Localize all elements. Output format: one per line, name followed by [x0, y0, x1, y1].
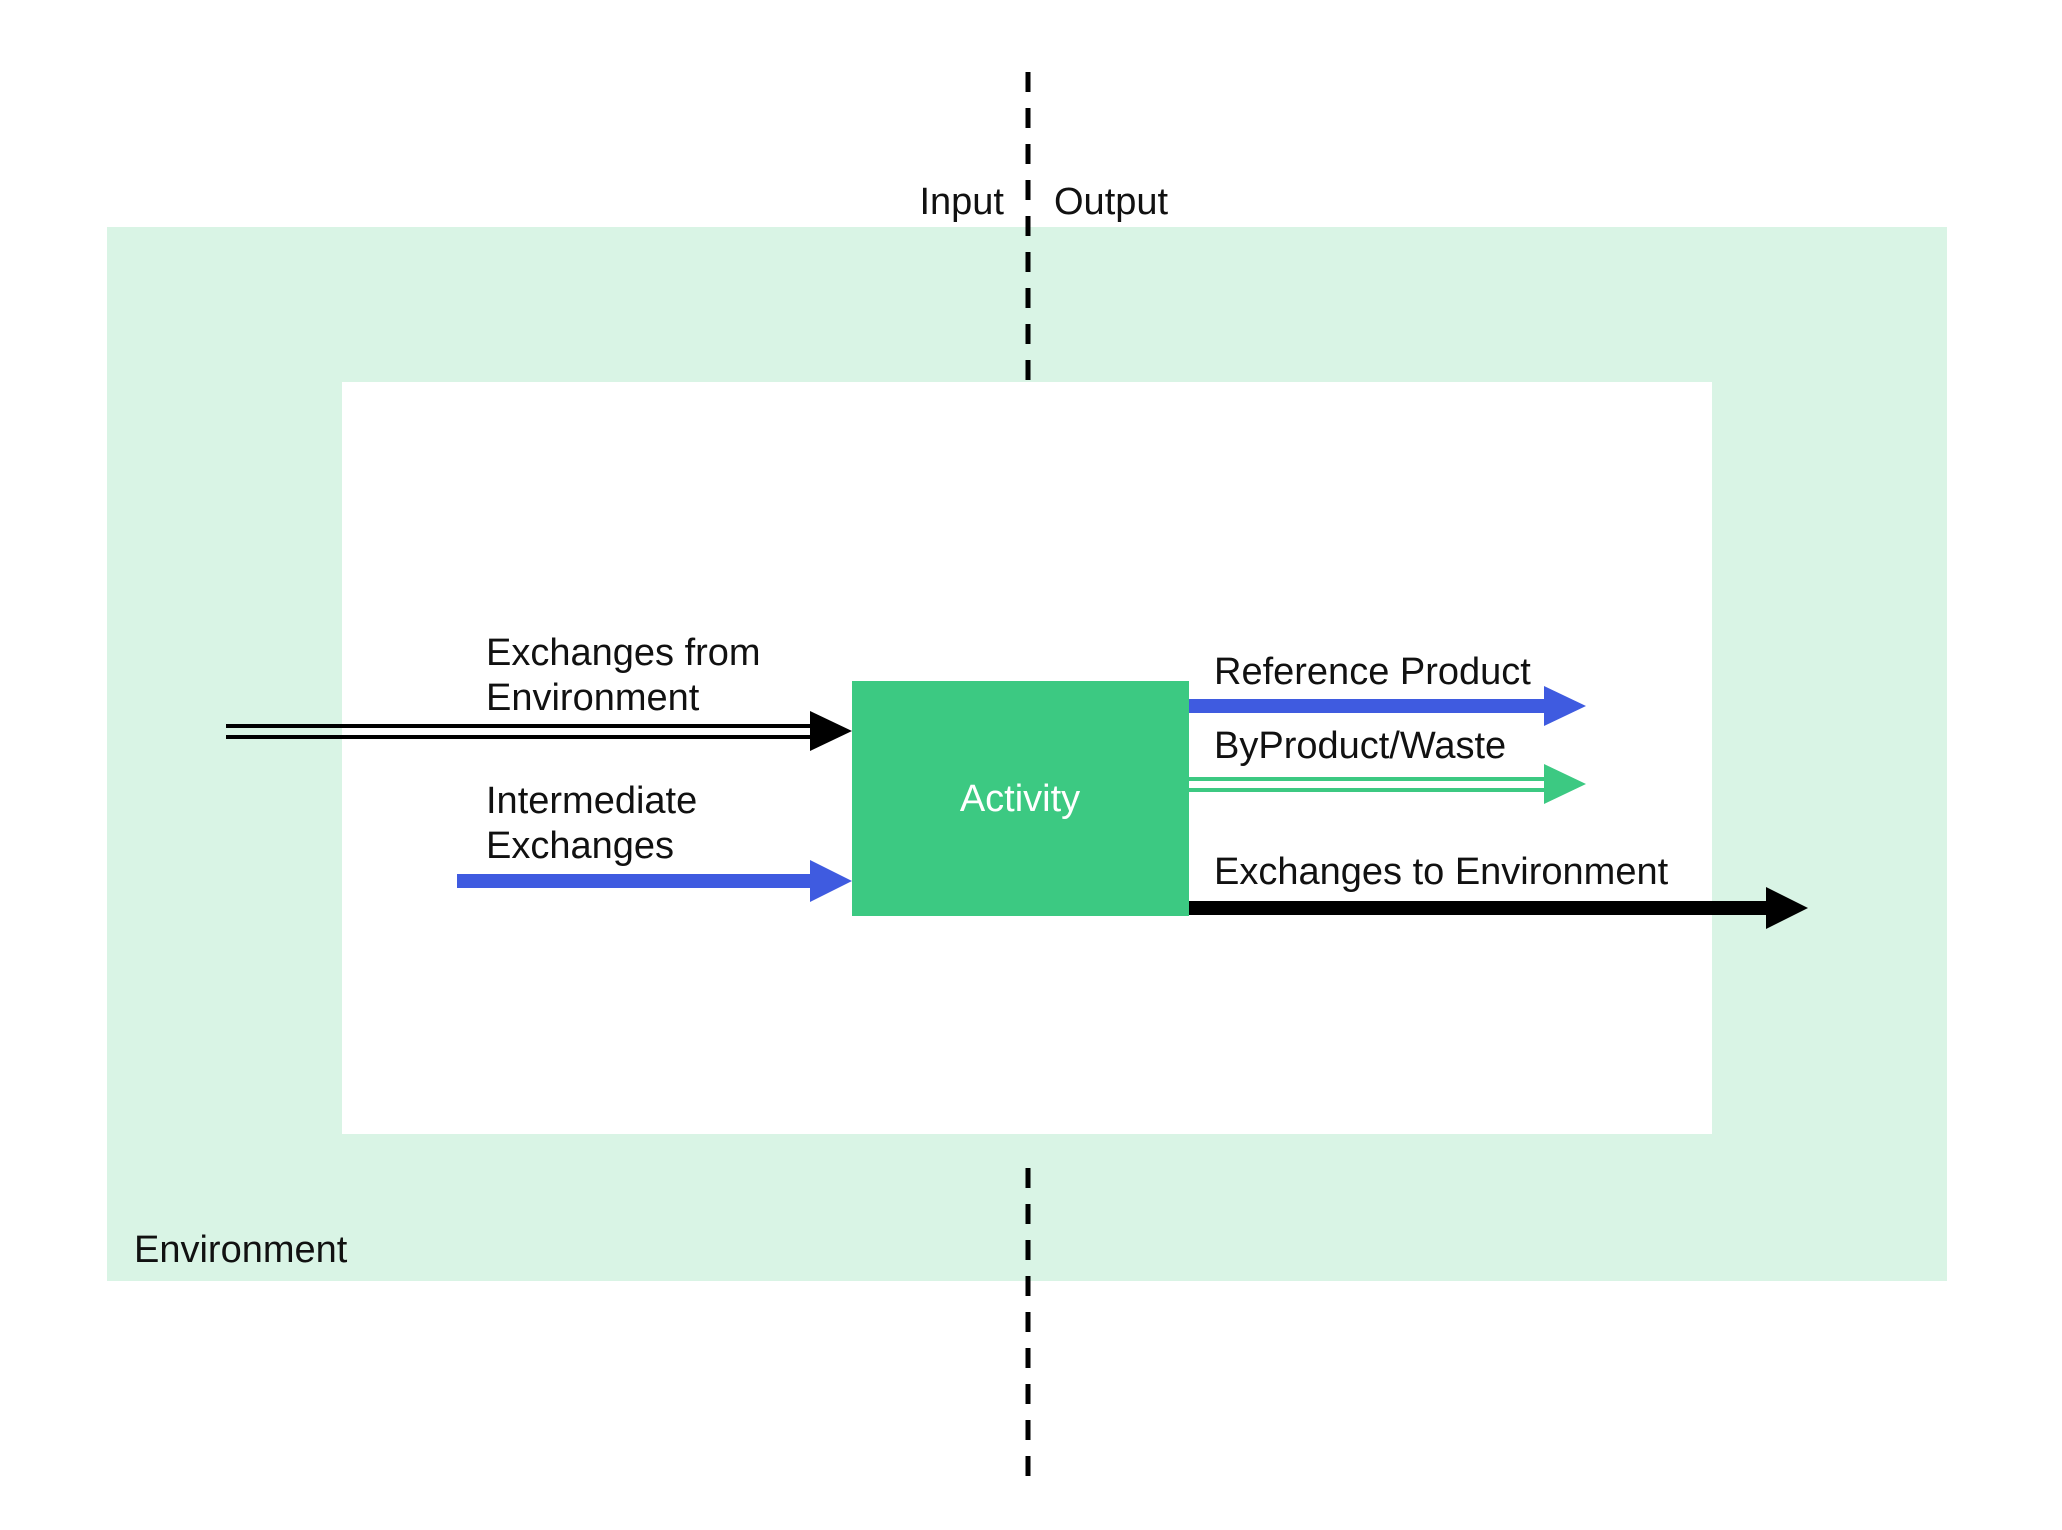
byproduct-waste-label: ByProduct/Waste: [1214, 725, 1506, 767]
exchanges-from-environment-arrow: [226, 711, 852, 751]
environment-label: Environment: [134, 1229, 348, 1271]
reference-product-label: Reference Product: [1214, 651, 1531, 693]
input-label: Input: [919, 181, 1004, 223]
intermediate-exchanges-arrow: [457, 860, 852, 902]
exchanges-to-environment-arrow: [1189, 887, 1808, 929]
reference-product-arrow: [1189, 686, 1586, 726]
output-label: Output: [1054, 181, 1169, 223]
exchanges-from-environment-label-line2: Environment: [486, 677, 700, 719]
exchanges-to-environment-label: Exchanges to Environment: [1214, 851, 1669, 893]
intermediate-exchanges-label-line2: Exchanges: [486, 825, 674, 867]
activity-label: Activity: [960, 778, 1080, 820]
activity-box: [852, 681, 1189, 916]
byproduct-waste-arrow: [1189, 764, 1586, 804]
exchanges-from-environment-label-line1: Exchanges from: [486, 632, 761, 674]
intermediate-exchanges-label-line1: Intermediate: [486, 780, 697, 822]
